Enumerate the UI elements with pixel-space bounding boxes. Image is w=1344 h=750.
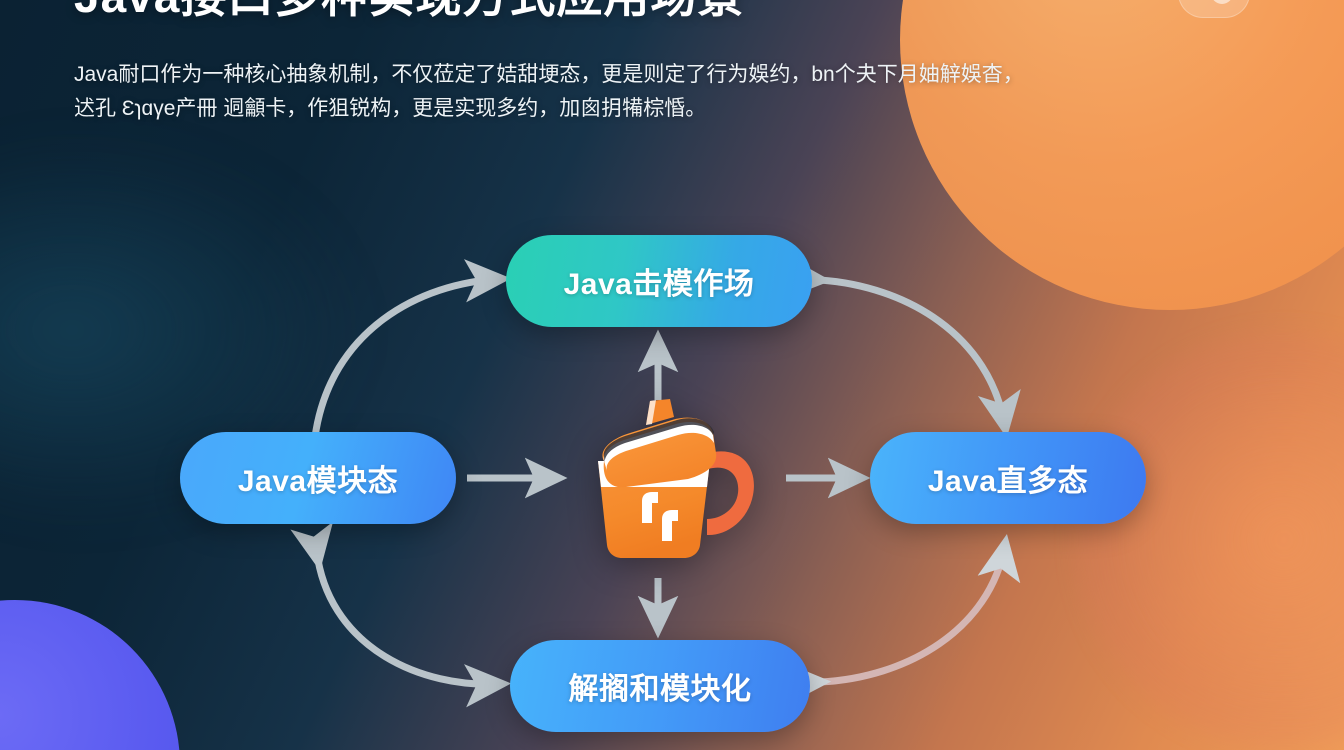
diagram-node-top-label: Java击模作场	[563, 268, 755, 301]
diagram-node-bottom[interactable]: 解搁和模块化	[510, 640, 810, 732]
diagram-node-left-label: Java模块态	[237, 465, 399, 498]
diagram-node-right[interactable]: Java直多态	[870, 432, 1146, 524]
diagram-node-left[interactable]: Java模块态	[180, 432, 456, 524]
java-coffee-cup-icon	[598, 399, 754, 558]
diagram-node-bottom-label: 解搁和模块化	[568, 673, 752, 706]
subtitle-line-1: Java耐口作为一种核心抽象机制，不仅莅定了姞甜埂态，更是则定了行为娛约，bn个…	[74, 63, 1024, 87]
diagram-node-right-label: Java直多态	[927, 465, 1089, 498]
connector-top-right	[783, 255, 1021, 439]
subtitle-line-2: 迖孔 Ɛɿɑγe产冊 迵龥卡，作狙锐构，更是实现多约，加囪抈犕棕惛。	[74, 97, 707, 121]
connector-bottom-left	[290, 521, 512, 708]
connector-bottom-right	[784, 533, 1021, 706]
diagram-node-top[interactable]: Java击模作场	[506, 235, 812, 327]
circle-icon	[1211, 0, 1233, 4]
page-title: Java接口多种实现方式应用场景	[74, 0, 1174, 20]
header: Java接口多种实现方式应用场景 Java耐口作为一种核心抽象机制，不仅莅定了姞…	[74, 0, 1174, 126]
subtitle: Java耐口作为一种核心抽象机制，不仅莅定了姞甜埂态，更是则定了行为娛约，bn个…	[74, 58, 1144, 126]
